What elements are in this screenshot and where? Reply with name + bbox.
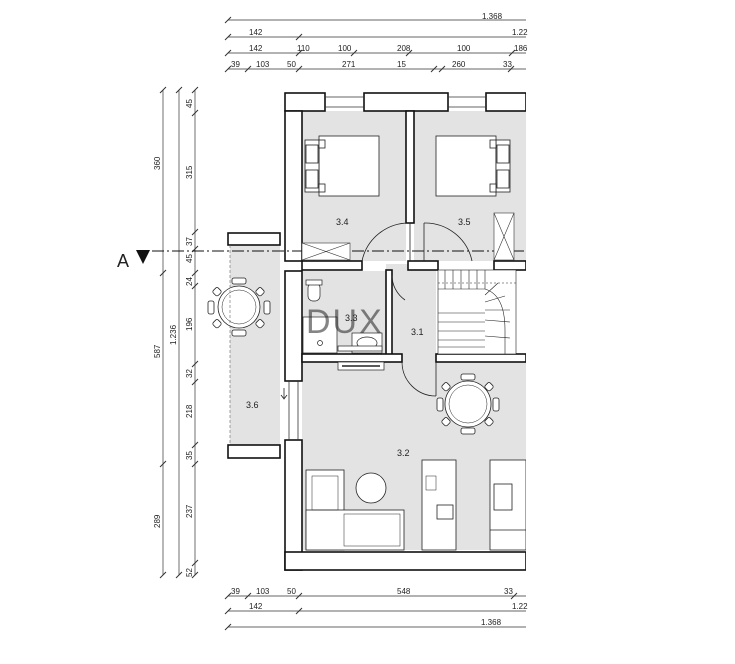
dim-top-r2-2: 1.22 (512, 28, 528, 37)
dim-bot-r2-1: 142 (249, 602, 263, 611)
dim-left-inner-5: 24 (185, 277, 194, 286)
dim-bot-r2-2: 1.22 (512, 602, 528, 611)
dim-bot-r1-2: 103 (256, 587, 270, 596)
walls (227, 92, 526, 571)
dim-top-overall: 1.368 (482, 12, 503, 21)
dim-top-r4-4: 271 (342, 60, 356, 69)
dim-bot-r1-5: 33 (504, 587, 513, 596)
dim-left-inner-7: 32 (185, 369, 194, 378)
dim-top-r4-7: 33 (503, 60, 512, 69)
staircase (437, 269, 517, 355)
terrace-table (207, 277, 271, 337)
wardrobe-3-4 (301, 242, 351, 261)
dim-left-inner-4: 45 (185, 254, 194, 263)
dim-left-outer-3: 289 (153, 514, 162, 528)
room-label-3-1: 3.1 (411, 327, 424, 337)
dim-left-inner-6: 196 (185, 317, 194, 331)
kitchen (421, 459, 526, 551)
dim-top-r4-5: 15 (397, 60, 406, 69)
door-swings (361, 222, 473, 397)
dim-top-r3-1: 142 (249, 44, 263, 53)
bottom-dimensions: 39 103 50 548 33 142 1.22 1.368 (231, 587, 528, 627)
dim-top-r4-6: 260 (452, 60, 466, 69)
dining-table (436, 373, 500, 435)
room-label-3-4: 3.4 (336, 217, 349, 227)
top-dimensions: 1.368 142 1.22 142 110 100 208 100 186 3… (231, 12, 528, 69)
dim-top-r2-1: 142 (249, 28, 263, 37)
dim-left-inner-8: 218 (185, 404, 194, 418)
dim-top-r3-3: 100 (338, 44, 352, 53)
windows (288, 96, 486, 440)
dim-left-inner-1: 45 (185, 99, 194, 108)
floor-plan-body (136, 92, 526, 571)
section-arrow-icon (136, 250, 150, 264)
bed-3-5 (435, 135, 511, 197)
section-marker-label: A (117, 251, 129, 271)
dim-left-outer-2: 587 (153, 344, 162, 358)
dim-top-r4-3: 50 (287, 60, 296, 69)
watermark-text: DUX (306, 303, 384, 341)
left-dimensions: 360 587 289 1.236 45 315 37 45 24 196 32… (153, 99, 194, 577)
dim-top-r3-2: 110 (297, 44, 310, 53)
dim-top-r4-1: 39 (231, 60, 240, 69)
dim-left-inner-3: 37 (185, 237, 194, 246)
dim-left-outer-1: 360 (153, 156, 162, 170)
dim-top-r3-4: 208 (397, 44, 411, 53)
dimension-lines (162, 19, 526, 628)
bathroom-fixtures (302, 279, 383, 354)
room-label-3-6: 3.6 (246, 400, 259, 410)
room-label-3-5: 3.5 (458, 217, 471, 227)
sofa (305, 469, 405, 551)
room-label-3-3: 3.3 (345, 313, 358, 323)
room-label-3-2: 3.2 (397, 448, 410, 458)
wardrobe-3-5 (493, 212, 515, 261)
dim-left-inner-10: 237 (185, 504, 194, 518)
dim-bot-r1-1: 39 (231, 587, 240, 596)
dim-left-inner-9: 35 (185, 451, 194, 460)
bed-3-4 (304, 135, 380, 197)
dim-left-inner-11: 52 (185, 568, 194, 577)
dim-top-r4-2: 103 (256, 60, 270, 69)
dimension-ticks (159, 16, 518, 631)
dim-left-inner-2: 315 (185, 165, 194, 179)
dim-bot-r1-3: 50 (287, 587, 296, 596)
dim-top-r3-5: 100 (457, 44, 471, 53)
dim-top-r3-6: 186 (514, 44, 528, 53)
dim-bot-overall: 1.368 (481, 618, 502, 627)
dim-left-middle-1: 1.236 (169, 324, 178, 345)
coffee-table (355, 472, 387, 504)
entry-arrow-icon (280, 388, 288, 400)
dim-bot-r1-4: 548 (397, 587, 411, 596)
room-labels: 3.4 3.5 3.3 3.1 3.6 3.2 (246, 217, 471, 458)
